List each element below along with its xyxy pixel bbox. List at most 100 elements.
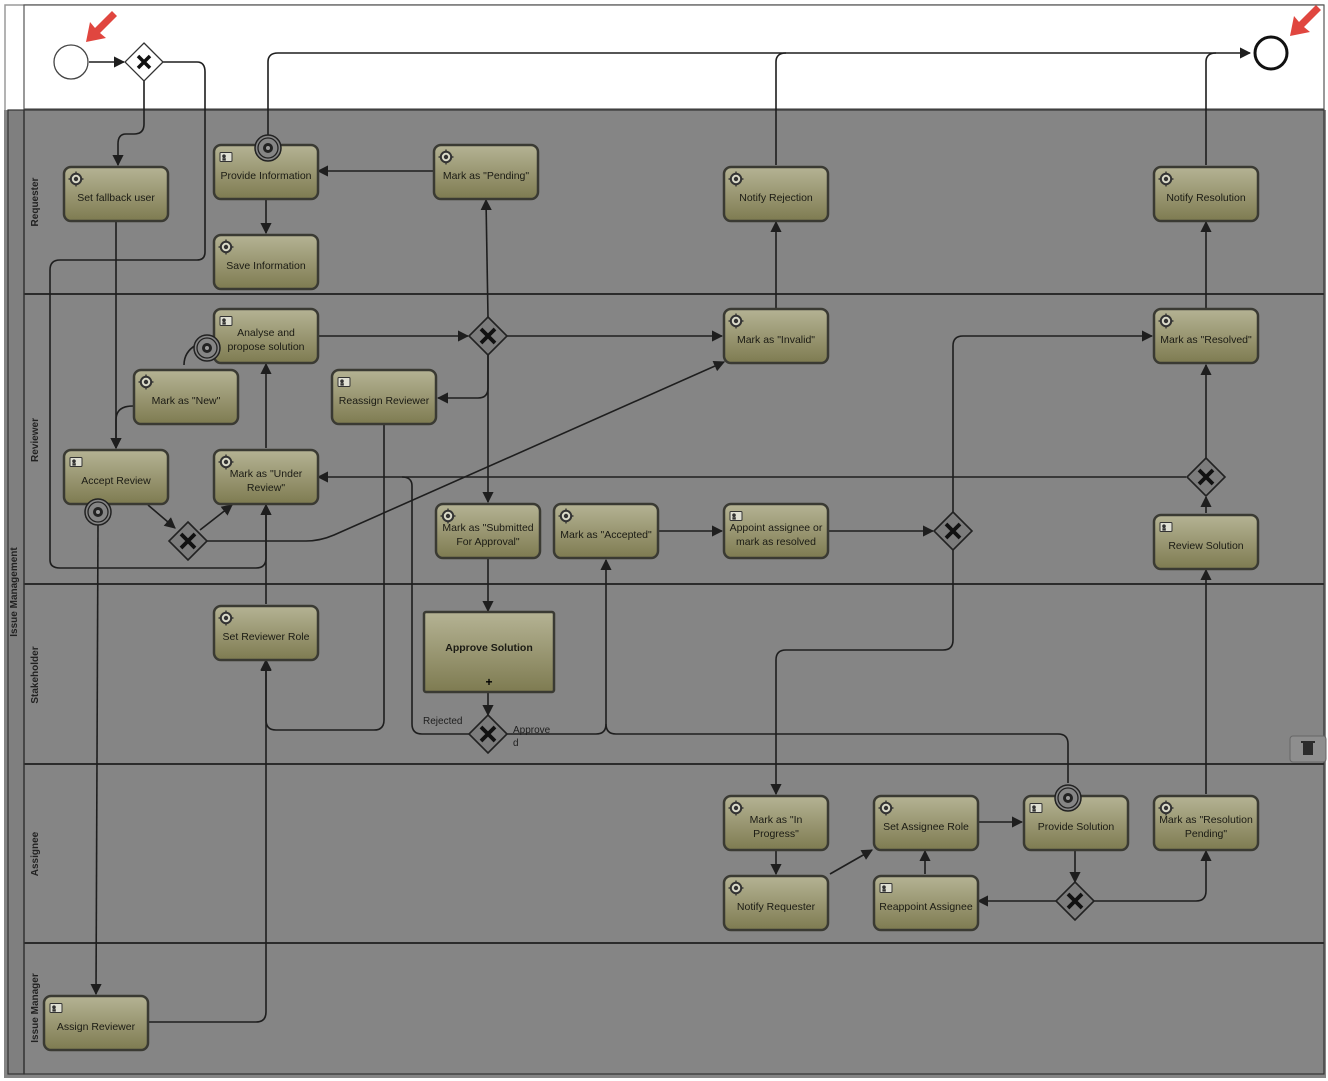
task-label: For Approval" (456, 536, 520, 548)
timer-boundary-icon[interactable] (254, 134, 282, 162)
task-label: Notify Resolution (1166, 192, 1246, 204)
task-mark-resolved[interactable]: Mark as "Resolved" (1152, 307, 1260, 365)
flow-label-approved: Approve (513, 725, 551, 736)
exclusive-gateway-start[interactable] (124, 42, 164, 82)
task-label: Mark as "Submitted (442, 522, 533, 534)
task-label: Appoint assignee or (730, 522, 823, 534)
task-set-reviewer-role[interactable]: Set Reviewer Role (212, 604, 320, 662)
task-accept-review[interactable]: Accept Review (62, 448, 170, 506)
timer-boundary-icon[interactable] (1054, 784, 1082, 812)
task-review-solution[interactable]: Review Solution (1152, 513, 1260, 571)
task-mark-invalid[interactable]: Mark as "Invalid" (722, 307, 830, 365)
task-notify-resolution[interactable]: Notify Resolution (1152, 165, 1260, 223)
svg-text:Issue Management: Issue Management (9, 547, 20, 637)
task-reappoint-assignee[interactable]: Reappoint Assignee (872, 874, 980, 932)
task-set-assignee-role[interactable]: Set Assignee Role (872, 794, 980, 852)
exclusive-gateway-approval[interactable] (467, 713, 509, 755)
task-set-fallback-user[interactable]: Set fallback user (62, 165, 170, 223)
task-notify-rejection[interactable]: Notify Rejection (722, 165, 830, 223)
svg-text:Assignee: Assignee (30, 831, 41, 876)
user-icon (729, 511, 743, 521)
flow-label-approved-2: d (513, 738, 519, 749)
lane-label-requester: Requester (30, 177, 41, 226)
task-label: Set Reviewer Role (223, 631, 310, 643)
task-analyse-propose[interactable]: Analyse and propose solution (212, 307, 320, 365)
task-approve-solution[interactable]: Approve Solution + (422, 610, 556, 694)
delete-button[interactable] (1289, 735, 1327, 763)
task-label: Set fallback user (77, 192, 155, 204)
task-label: Provide Information (220, 170, 311, 182)
task-label: Analyse and (237, 327, 295, 339)
timer-boundary-icon[interactable] (193, 334, 221, 362)
red-arrow-icon (1290, 5, 1321, 36)
task-label: Mark as "Resolution (1159, 814, 1253, 826)
task-label: Mark as "Pending" (443, 170, 530, 182)
user-icon (1159, 522, 1173, 532)
task-notify-requester[interactable]: Notify Requester (722, 874, 830, 932)
task-label: Reappoint Assignee (879, 901, 973, 913)
task-label: Set Assignee Role (883, 821, 969, 833)
start-event[interactable] (53, 44, 89, 80)
sequence-flows (49, 47, 1252, 1023)
task-label: Provide Solution (1038, 821, 1115, 833)
task-mark-new[interactable]: Mark as "New" (132, 368, 240, 426)
task-label: Mark as "New" (152, 395, 221, 407)
timer-boundary-icon[interactable] (84, 498, 112, 526)
task-label: Progress" (753, 828, 799, 840)
task-label: Notify Requester (737, 901, 816, 913)
task-label: propose solution (227, 341, 304, 353)
svg-text:Reviewer: Reviewer (30, 418, 41, 462)
task-label: Mark as "Accepted" (560, 529, 652, 541)
task-label: Approve Solution (445, 642, 533, 654)
task-label: mark as resolved (736, 536, 816, 548)
task-label: Pending" (1185, 828, 1228, 840)
pool-label: Issue Management (9, 547, 20, 637)
task-label: Review" (247, 482, 285, 494)
task-label: Notify Rejection (739, 192, 813, 204)
exclusive-gateway-appoint[interactable] (932, 510, 974, 552)
trash-icon (1301, 741, 1315, 755)
task-appoint-assignee[interactable]: Appoint assignee or mark as resolved (722, 502, 830, 560)
task-label: Mark as "In (750, 814, 803, 826)
user-icon (337, 377, 351, 387)
exclusive-gateway-analyse[interactable] (467, 315, 509, 357)
user-icon (1029, 803, 1043, 813)
end-event[interactable] (1253, 35, 1289, 71)
exclusive-gateway-solution[interactable] (1054, 880, 1096, 922)
task-label: Accept Review (81, 475, 151, 487)
exclusive-gateway-review[interactable] (1185, 456, 1227, 498)
user-icon (49, 1003, 63, 1013)
task-assign-reviewer[interactable]: Assign Reviewer (42, 994, 150, 1052)
task-mark-accepted[interactable]: Mark as "Accepted" (552, 502, 660, 560)
exclusive-gateway-accept[interactable] (167, 520, 209, 562)
task-label: Save Information (226, 260, 306, 272)
svg-text:Stakeholder: Stakeholder (30, 646, 41, 703)
lane-label-assignee: Assignee (30, 831, 41, 876)
lane-label-stakeholder: Stakeholder (30, 646, 41, 703)
task-label: Mark as "Invalid" (737, 334, 815, 346)
task-label: Review Solution (1168, 540, 1243, 552)
task-label: Assign Reviewer (57, 1021, 136, 1033)
pool-overlay (4, 110, 1326, 1078)
task-provide-information[interactable]: Provide Information (212, 143, 320, 201)
task-label: Reassign Reviewer (339, 395, 430, 407)
task-save-information[interactable]: Save Information (212, 233, 320, 291)
task-label: Mark as "Under (230, 468, 303, 480)
user-icon (879, 883, 893, 893)
task-label: Mark as "Resolved" (1160, 334, 1252, 346)
lane-label-reviewer: Reviewer (30, 418, 41, 462)
red-arrow-icon (86, 11, 117, 42)
task-reassign-reviewer[interactable]: Reassign Reviewer (330, 368, 438, 426)
svg-text:Requester: Requester (30, 177, 41, 226)
task-mark-pending[interactable]: Mark as "Pending" (432, 143, 540, 201)
subprocess-marker-icon: + (485, 675, 492, 689)
user-icon (219, 152, 233, 162)
user-icon (69, 457, 83, 467)
flow-label-rejected: Rejected (423, 716, 462, 727)
